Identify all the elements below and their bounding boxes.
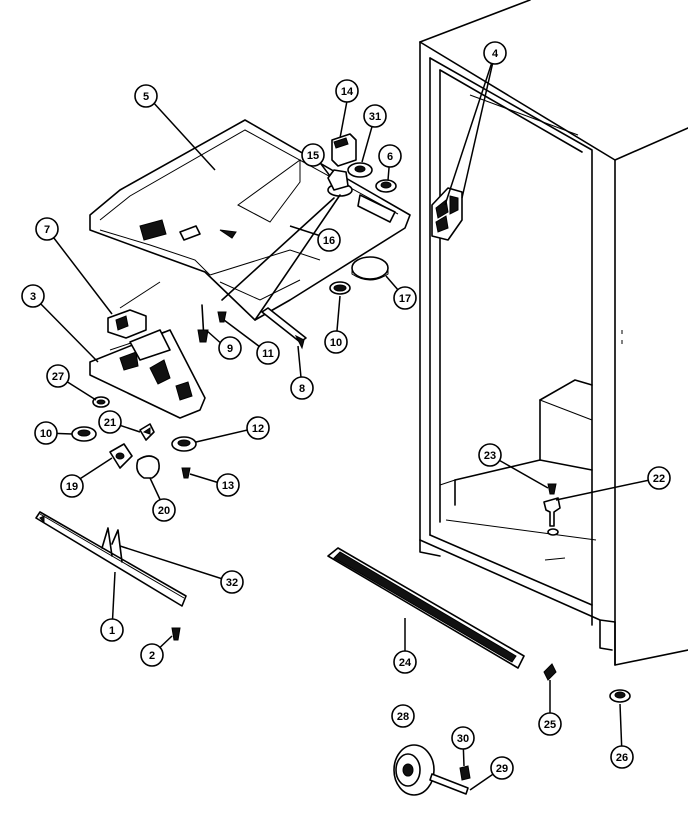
part-11-screw: [217, 311, 227, 323]
part-30-clip: [459, 765, 471, 781]
callout-9: 9: [218, 336, 242, 360]
callout-14: 14: [335, 79, 359, 103]
part-14-15-control: [327, 133, 357, 197]
part-19-socket: [109, 443, 133, 469]
svg-text:13: 13: [222, 480, 234, 492]
part-25-clip: [543, 663, 557, 681]
callout-31: 31: [363, 104, 387, 128]
svg-text:3: 3: [30, 291, 36, 303]
callout-20: 20: [152, 498, 176, 522]
callout-21: 21: [98, 410, 122, 434]
callout-12: 12: [246, 416, 270, 440]
svg-text:31: 31: [369, 111, 381, 123]
svg-text:7: 7: [44, 224, 50, 236]
svg-text:11: 11: [262, 348, 274, 360]
callout-16: 16: [317, 228, 341, 252]
callout-32: 32: [220, 570, 244, 594]
part-23-screw: [547, 483, 557, 495]
svg-text:10: 10: [40, 428, 52, 440]
part-32-harness: [101, 527, 123, 563]
part-8-strip: [261, 307, 307, 350]
callout-17: 17: [393, 286, 417, 310]
callout-23: 23: [478, 443, 502, 467]
callout-6: 6: [378, 144, 402, 168]
svg-text:15: 15: [307, 150, 319, 162]
callout-24: 24: [393, 650, 417, 674]
callout-19: 19: [60, 474, 84, 498]
callout-22: 22: [647, 466, 671, 490]
svg-text:14: 14: [341, 86, 354, 98]
callout-13: 13: [216, 473, 240, 497]
callout-3: 3: [21, 284, 45, 308]
cabinet: [419, 0, 688, 666]
callout-25: 25: [538, 712, 562, 736]
svg-text:20: 20: [158, 505, 170, 517]
svg-text:24: 24: [399, 657, 412, 669]
callout-2: 2: [140, 643, 164, 667]
callout-4: 4: [483, 41, 507, 65]
part-24-grille: [327, 547, 525, 669]
part-21-clip: [139, 423, 155, 441]
svg-text:1: 1: [109, 625, 115, 637]
part-22-roller: [543, 497, 561, 536]
part-7-socket: [107, 281, 161, 339]
callout-1: 1: [100, 618, 124, 642]
callout-26: 26: [610, 745, 634, 769]
svg-text:23: 23: [484, 450, 496, 462]
part-27-grommet: [92, 396, 110, 408]
svg-text:9: 9: [227, 343, 233, 355]
part-31-knob: [347, 162, 373, 178]
part-2-screw: [171, 627, 181, 641]
part-4-hinge-bracket: [431, 187, 463, 241]
part-20-bulb: [136, 455, 160, 479]
svg-text:32: 32: [226, 577, 238, 589]
svg-text:27: 27: [52, 371, 64, 383]
part-3-light-housing: [89, 329, 206, 419]
part-5-control-housing: [89, 119, 411, 321]
callout-29: 29: [490, 756, 514, 780]
callout-15: 15: [301, 143, 325, 167]
svg-text:16: 16: [323, 235, 335, 247]
svg-text:21: 21: [104, 417, 116, 429]
part-1-rail: [35, 511, 187, 607]
part-13-screw: [181, 467, 191, 479]
svg-text:22: 22: [653, 473, 665, 485]
part-26-leg: [609, 689, 631, 703]
svg-text:26: 26: [616, 752, 628, 764]
svg-text:2: 2: [149, 650, 155, 662]
callout-11: 11: [256, 341, 280, 365]
part-9-screw: [197, 304, 209, 343]
svg-text:5: 5: [143, 91, 149, 103]
svg-text:30: 30: [457, 733, 469, 745]
svg-text:17: 17: [399, 293, 411, 305]
part-17-cap: [351, 256, 389, 281]
svg-text:28: 28: [397, 711, 409, 723]
svg-text:4: 4: [492, 48, 499, 60]
part-12-knob: [171, 436, 197, 452]
callout-10-right: 10: [324, 330, 348, 354]
part-28-wheel: [393, 744, 435, 796]
callout-10-left: 10: [34, 421, 58, 445]
svg-text:19: 19: [66, 481, 78, 493]
callout-7: 7: [35, 217, 59, 241]
callout-30: 30: [451, 726, 475, 750]
part-18-ring: [329, 281, 351, 295]
callout-28: 28: [391, 704, 415, 728]
callout-5: 5: [134, 84, 158, 108]
part-6-knob: [375, 179, 397, 193]
svg-text:29: 29: [496, 763, 508, 775]
callout-8: 8: [290, 376, 314, 400]
svg-text:10: 10: [330, 337, 342, 349]
svg-text:6: 6: [387, 151, 393, 163]
svg-text:12: 12: [252, 423, 264, 435]
part-16-tube: [221, 194, 341, 321]
part-10-knob-left: [71, 426, 97, 442]
part-29-axle: [429, 773, 469, 795]
svg-text:25: 25: [544, 719, 556, 731]
svg-text:8: 8: [299, 383, 305, 395]
callout-27: 27: [46, 364, 70, 388]
